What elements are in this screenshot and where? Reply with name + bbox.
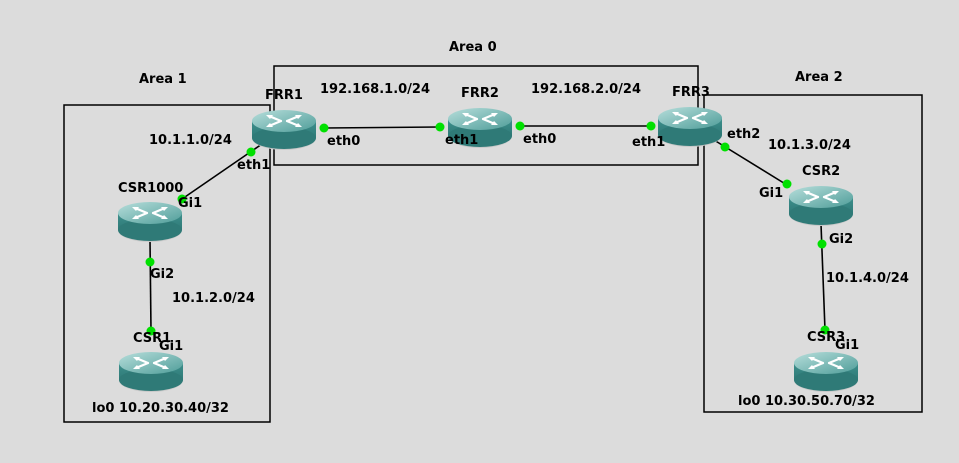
port-dot-frr3-eth2 [720,142,730,152]
port-dot-frr1-eth1 [246,147,256,157]
port-dot-frr1-eth0 [319,123,329,133]
router-csr3[interactable] [792,350,860,394]
area-1-label: Area 1 [139,72,187,87]
loopback-label-csr3: lo0 10.30.50.70/32 [738,394,875,409]
router-frr1[interactable] [250,108,318,152]
area-1-box [63,104,271,423]
router-label-csr1000: CSR1000 [118,181,183,196]
port-dot-csr2-gi2 [817,239,827,249]
router-label-frr1: FRR1 [265,88,303,103]
router-csr1[interactable] [117,350,185,394]
router-label-frr3: FRR3 [672,85,710,100]
port-dot-csr1000-gi2 [145,257,155,267]
port-label-frr2-eth1: eth1 [445,133,478,148]
port-label-csr1000-gi2: Gi2 [150,267,174,282]
port-label-frr1-eth1: eth1 [237,158,270,173]
router-label-csr3: CSR3 [807,330,845,345]
subnet-label-frr1-csr1000: 10.1.1.0/24 [149,133,232,148]
port-label-csr1000-gi1: Gi1 [178,196,202,211]
port-label-csr2-gi1: Gi1 [759,186,783,201]
link-frr1-frr2 [323,126,441,129]
port-label-frr1-eth0: eth0 [327,134,360,149]
subnet-label-frr1-frr2: 192.168.1.0/24 [320,82,430,97]
port-dot-frr3-eth1 [646,121,656,131]
port-dot-csr2-gi1 [782,179,792,189]
port-label-frr2-eth0: eth0 [523,132,556,147]
area-2-box [703,94,923,413]
subnet-label-csr2-csr3: 10.1.4.0/24 [826,271,909,286]
router-frr3[interactable] [656,105,724,149]
port-dot-frr2-eth1 [435,122,445,132]
subnet-label-frr3-csr2: 10.1.3.0/24 [768,138,851,153]
loopback-label-csr1: lo0 10.20.30.40/32 [92,401,229,416]
port-label-frr3-eth1: eth1 [632,135,665,150]
port-label-csr2-gi2: Gi2 [829,232,853,247]
port-dot-csr1-gi1 [146,326,156,336]
area-0-label: Area 0 [449,40,497,55]
link-csr1000-csr1 [149,239,152,332]
router-label-csr1: CSR1 [133,331,171,346]
router-csr2[interactable] [787,184,855,228]
subnet-label-csr1000-csr1: 10.1.2.0/24 [172,291,255,306]
port-dot-csr3-gi1 [820,325,830,335]
port-label-frr3-eth2: eth2 [727,127,760,142]
router-label-csr2: CSR2 [802,164,840,179]
port-dot-csr1000-gi1 [177,194,187,204]
port-label-csr1-gi1: Gi1 [159,339,183,354]
area-2-label: Area 2 [795,70,843,85]
router-label-frr2: FRR2 [461,86,499,101]
port-dot-frr2-eth0 [515,121,525,131]
subnet-label-frr2-frr3: 192.168.2.0/24 [531,82,641,97]
router-csr1000[interactable] [116,200,184,244]
port-label-csr3-gi1: Gi1 [835,338,859,353]
